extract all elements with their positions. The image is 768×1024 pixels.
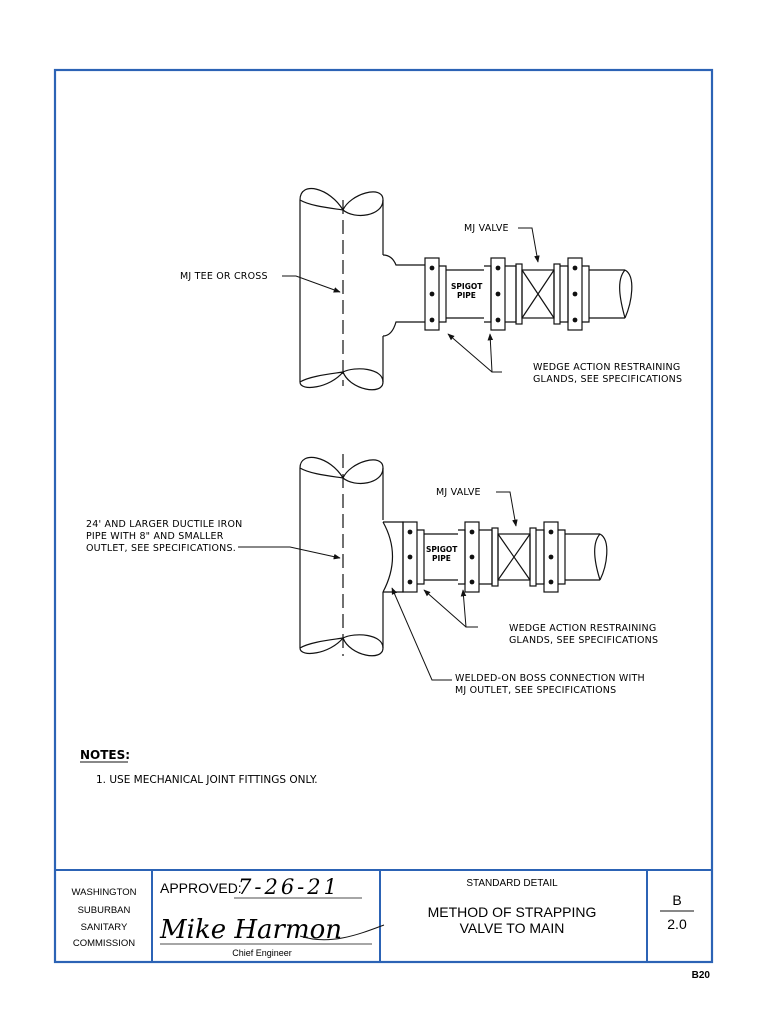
tee-branch <box>382 254 425 337</box>
flange <box>543 521 559 593</box>
label-spigot-bottom-2: PIPE <box>432 554 451 563</box>
main-pipe-top <box>299 200 384 382</box>
sheet-letter: B <box>672 892 681 908</box>
label-wedge-top-2: GLANDS, SEE SPECIFICATIONS <box>533 374 682 385</box>
label-spigot-top-2: PIPE <box>457 291 476 300</box>
label-boss-2: MJ OUTLET, SEE SPECIFICATIONS <box>455 685 616 696</box>
org-line-4: COMMISSION <box>73 938 135 949</box>
pipe-break-bottom-upper <box>299 456 384 485</box>
label-ductile-1: 24' AND LARGER DUCTILE IRON <box>86 519 242 530</box>
leaders-top <box>282 227 540 373</box>
signer-title: Chief Engineer <box>232 948 292 958</box>
notes: NOTES: 1. USE MECHANICAL JOINT FITTINGS … <box>80 748 318 786</box>
bolts-bottom <box>407 529 554 585</box>
pipe-break-outlet-bottom <box>594 533 608 581</box>
pipe-break-top-upper <box>299 188 384 217</box>
label-boss-1: WELDED-ON BOSS CONNECTION WITH <box>455 673 645 684</box>
leaders-bottom <box>238 491 518 681</box>
label-wedge-bottom-1: WEDGE ACTION RESTRAINING <box>509 623 656 634</box>
notes-title: NOTES: <box>80 748 130 762</box>
sheet-number: 2.0 <box>667 916 687 932</box>
approved-label: APPROVED: <box>160 880 242 896</box>
main-pipe-bottom <box>299 468 384 648</box>
label-mj-valve-top: MJ VALVE <box>464 223 509 234</box>
label-ductile-2: PIPE WITH 8" AND SMALLER <box>86 531 224 542</box>
bolts-top <box>429 265 578 323</box>
flange <box>402 521 418 593</box>
bottom-detail <box>299 454 608 657</box>
org-line-2: SUBURBAN <box>78 905 131 916</box>
label-spigot-bottom-1: SPIGOT <box>426 545 458 554</box>
sheet-border <box>53 68 714 964</box>
title-block <box>55 869 712 962</box>
approved-date: 7-26-21 <box>238 875 340 899</box>
flange <box>424 257 440 331</box>
flange <box>464 521 480 593</box>
mj-valve-body <box>491 527 499 587</box>
org-line-1: WASHINGTON <box>72 887 137 898</box>
top-detail <box>299 188 633 391</box>
label-mj-valve-bottom: MJ VALVE <box>436 487 481 498</box>
org-line-3: SANITARY <box>81 922 128 933</box>
pipe-break-outlet-top <box>619 269 633 319</box>
pipe-break-top-lower <box>299 368 384 391</box>
label-spigot-top-1: SPIGOT <box>451 282 483 291</box>
flange <box>490 257 506 331</box>
label-wedge-bottom-2: GLANDS, SEE SPECIFICATIONS <box>509 635 658 646</box>
standard-detail-label: STANDARD DETAIL <box>466 878 558 889</box>
signature: Mike Harmon <box>159 915 342 945</box>
mj-valve-body <box>515 263 523 325</box>
label-ductile-3: OUTLET, SEE SPECIFICATIONS. <box>86 543 236 554</box>
flange <box>567 257 583 331</box>
notes-item: 1. USE MECHANICAL JOINT FITTINGS ONLY. <box>96 774 318 786</box>
signature-flourish <box>299 924 385 941</box>
detail-title-2: VALVE TO MAIN <box>460 920 565 936</box>
pipe-break-bottom-lower <box>299 634 384 657</box>
label-mj-tee: MJ TEE OR CROSS <box>180 271 268 282</box>
sheet-code: B20 <box>692 970 711 981</box>
label-wedge-top-1: WEDGE ACTION RESTRAINING <box>533 362 680 373</box>
welded-boss <box>382 521 404 593</box>
detail-title-1: METHOD OF STRAPPING <box>428 904 597 920</box>
